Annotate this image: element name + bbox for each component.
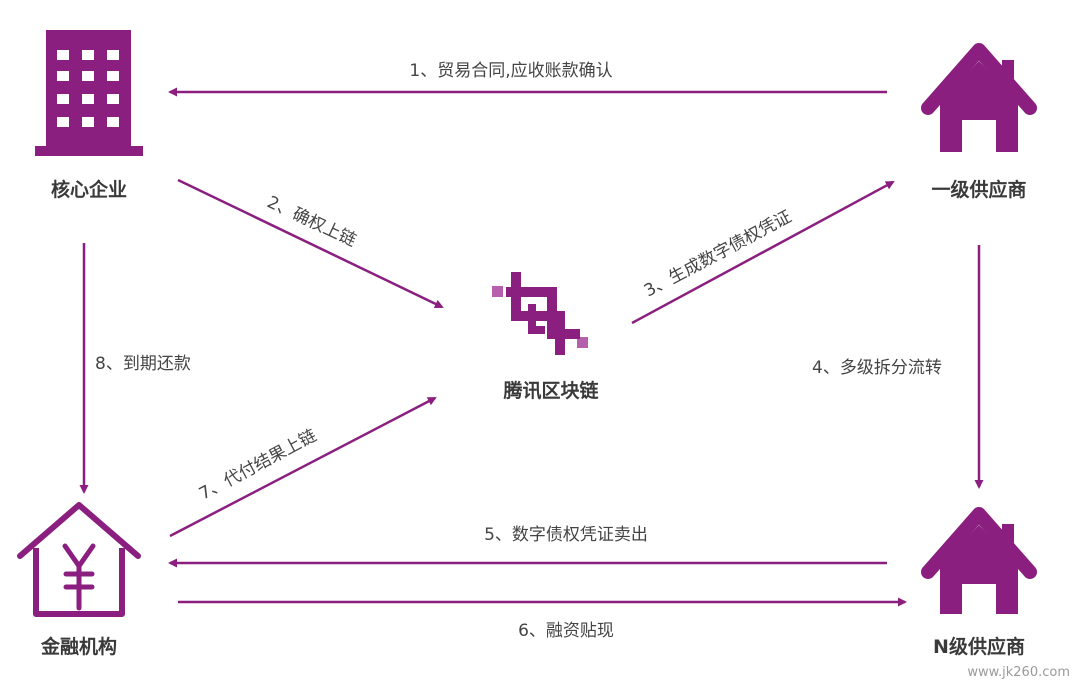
house-icon [921,43,1037,152]
edge-label-8: 8、到期还款 [95,354,191,374]
edge-label-1: 1、贸易合同,应收账款确认 [409,61,612,81]
yen-house-icon [17,502,141,617]
node-label-tierN: N级供应商 [933,635,1025,658]
edge-label-7: 7、代付结果上链 [196,426,320,505]
node-label-tier1: 一级供应商 [931,178,1026,201]
edge-arrow-7 [169,396,437,538]
edge-label-5: 5、数字债权凭证卖出 [484,525,648,545]
office-building-icon [35,30,143,156]
edge-label-4: 4、多级拆分流转 [812,358,942,378]
edge-arrow-3 [631,180,895,325]
edge-arrow-2 [177,178,444,309]
watermark: www.jk260.com [967,665,1070,680]
edge-label-6: 6、融资贴现 [518,621,614,641]
node-label-core: 核心企业 [51,178,127,201]
tencent-blockchain-logo-icon [492,272,588,355]
edge-label-2: 2、确权上链 [264,192,359,251]
node-label-finance: 金融机构 [40,635,117,658]
house-icon [921,507,1037,614]
node-label-blockchain: 腾讯区块链 [502,379,598,402]
edge-label-3: 3、生成数字债权凭证 [641,207,795,302]
